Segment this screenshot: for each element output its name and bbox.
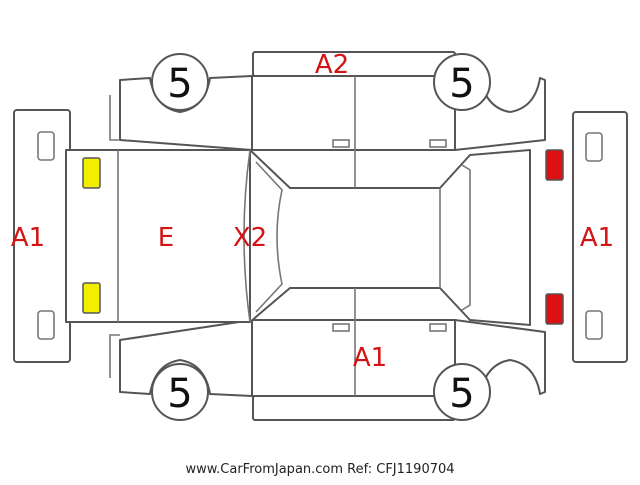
left-headlight (82, 157, 101, 189)
code-front-bumper: A1 (11, 223, 45, 253)
right-taillight (545, 293, 564, 325)
wheel-front-left: 5 (151, 53, 209, 111)
code-windshield: X2 (233, 223, 267, 253)
footer-reference: www.CarFromJapan.com Ref: CFJ1190704 (185, 462, 454, 477)
wheel-front-right-grade: 5 (167, 371, 192, 417)
right-headlight (82, 282, 101, 314)
car-top-view (65, 149, 531, 326)
wheel-rear-right: 5 (433, 363, 491, 421)
wheel-front-right: 5 (151, 363, 209, 421)
top-roof-rail (252, 51, 456, 77)
wheel-rear-left: 5 (433, 53, 491, 111)
code-rear-bumper: A1 (580, 223, 614, 253)
wheel-front-left-grade: 5 (167, 61, 192, 107)
code-hood: E (158, 223, 174, 253)
code-roof: A2 (315, 50, 349, 80)
bottom-roof-rail (252, 395, 456, 421)
wheel-rear-left-grade: 5 (449, 61, 474, 107)
left-taillight (545, 149, 564, 181)
wheel-rear-right-grade: 5 (449, 371, 474, 417)
code-right-side: A1 (353, 343, 387, 373)
right-side-panel (109, 319, 546, 397)
rear-bumper (572, 111, 628, 363)
